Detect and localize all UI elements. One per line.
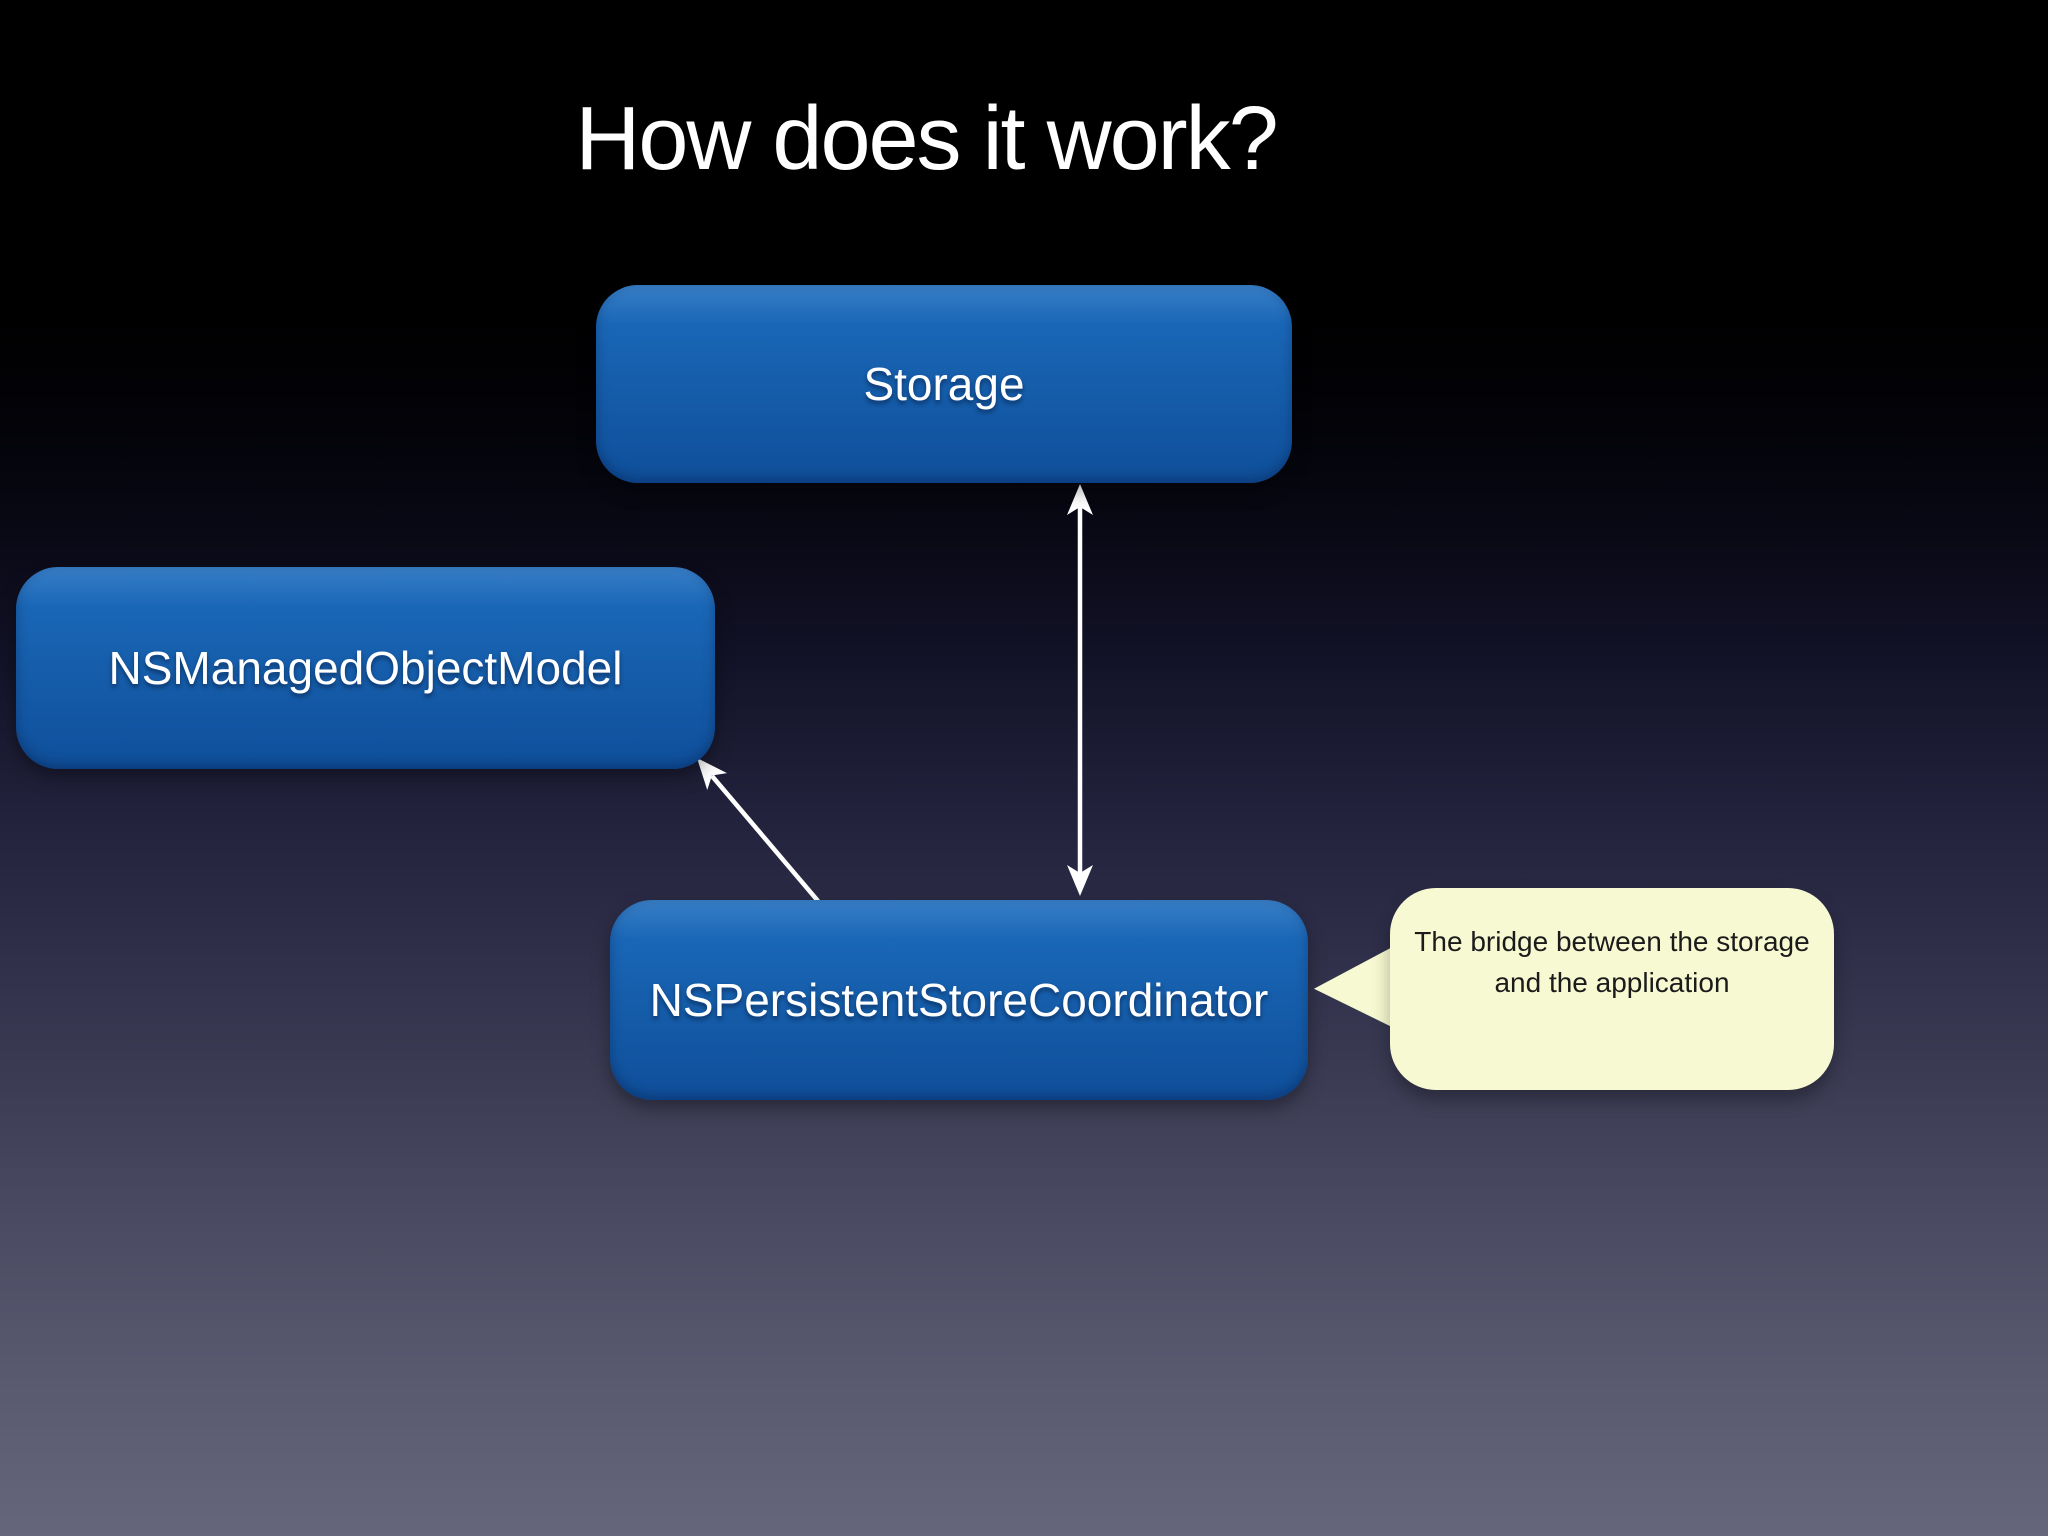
node-persistent-store-coordinator: NSPersistentStoreCoordinator	[610, 900, 1308, 1100]
node-persistent-store-coordinator-label: NSPersistentStoreCoordinator	[649, 974, 1269, 1026]
node-storage: Storage	[596, 285, 1292, 483]
arrowhead-up-icon	[1067, 484, 1093, 515]
node-managed-object-model: NSManagedObjectModel	[16, 567, 715, 769]
callout-text-line-2: and the application	[1494, 966, 1730, 998]
model-coordinator-arrow	[697, 758, 820, 903]
storage-coordinator-arrow	[1067, 484, 1093, 896]
callout-pointer	[1314, 944, 1398, 1030]
node-managed-object-model-label: NSManagedObjectModel	[108, 642, 623, 694]
callout-text-line-1: The bridge between the storage	[1414, 926, 1810, 957]
node-storage-label: Storage	[863, 358, 1025, 410]
arrowhead-down-icon	[1067, 865, 1093, 896]
callout-bubble: The bridge between the storage and the a…	[1390, 888, 1834, 1090]
slide-title: How does it work?	[575, 89, 1278, 189]
